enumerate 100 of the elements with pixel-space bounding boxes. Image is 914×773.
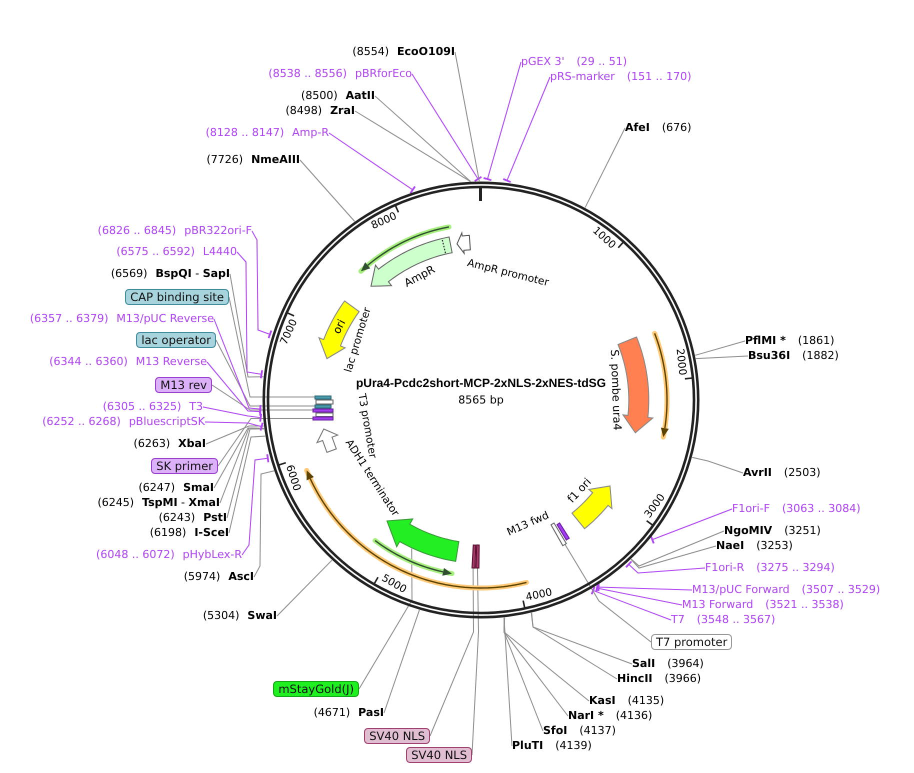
- leader-line: [454, 52, 480, 182]
- primer-name: M13 Forward: [682, 598, 754, 612]
- leader-line: [504, 617, 544, 732]
- primer-name: pRS-marker: [550, 70, 615, 84]
- cut-position: (676): [662, 121, 692, 135]
- primer-range: (6048 .. 6072): [96, 548, 175, 562]
- feature-tag: M13 rev: [155, 377, 212, 393]
- leader-line: [692, 456, 744, 474]
- primer-name: pGEX 3': [521, 55, 565, 69]
- leader-line: [482, 62, 522, 182]
- enzyme-name: PasI: [358, 706, 384, 720]
- leader-line: [630, 530, 724, 567]
- enzyme-name: SalI: [632, 657, 656, 671]
- primer-name: L4440: [202, 245, 237, 259]
- primer-name: pBRforEco: [354, 67, 412, 81]
- enzyme-name: I-SceI: [194, 526, 229, 540]
- enzyme-name: AvrII: [743, 466, 772, 480]
- cut-position: (6263): [134, 437, 170, 451]
- primer-range: (6826 .. 6845): [98, 224, 176, 238]
- leader-line: [212, 384, 314, 410]
- cut-position: (3964): [667, 657, 704, 671]
- leader-line: [216, 340, 316, 406]
- leader-line: [531, 612, 632, 664]
- leader-line: [202, 406, 262, 423]
- primer-range: (3521 .. 3538): [765, 598, 844, 612]
- leader-line: [472, 567, 479, 756]
- primer-range: (6252 .. 6268): [42, 415, 121, 429]
- leader-line: [412, 74, 482, 182]
- plasmid-name: pUra4-Pcdc2short-MCP-2xNLS-2xNES-tdSG: [356, 377, 606, 391]
- cut-position: (6243): [158, 511, 196, 525]
- enzyme-name: SmaI: [183, 481, 214, 495]
- feature-tag: lac operator: [136, 332, 216, 348]
- leader-line: [230, 274, 264, 378]
- primer-name: F1ori-R: [705, 561, 744, 575]
- leader-line: [228, 436, 266, 534]
- scale-label: 7000: [278, 318, 300, 347]
- enzyme-name: NgoMIV: [724, 524, 772, 538]
- cut-position: (3251): [784, 524, 821, 538]
- enzyme-name: ZraI: [330, 104, 355, 118]
- primer-range: (3063 .. 3084): [782, 502, 860, 516]
- feature-label: S. pombe ura4: [606, 348, 622, 430]
- primer-range: (29 .. 51): [576, 55, 628, 69]
- cut-position: (1861): [798, 334, 834, 348]
- primer-name: Amp-R: [292, 126, 329, 140]
- primer-range: (6357 .. 6379): [30, 312, 108, 326]
- leader-line: [504, 617, 512, 746]
- cut-position: (8554): [352, 45, 389, 59]
- cut-position: (8498): [286, 104, 322, 118]
- primer-range: (3548 .. 3567): [696, 613, 776, 627]
- leader-line: [300, 160, 356, 222]
- cut-position: (4671): [314, 706, 350, 720]
- leader-line: [214, 318, 262, 414]
- leader-line: [242, 453, 270, 556]
- cut-position: (8500): [301, 89, 338, 103]
- cut-position: (3966): [664, 672, 702, 686]
- primer-name: pBluescriptSK: [128, 415, 205, 429]
- leader-line: [276, 560, 332, 616]
- primer-range: (3507 .. 3529): [802, 583, 880, 597]
- cut-position: (4135): [628, 694, 664, 708]
- enzyme-name: BspQI - SapI: [155, 267, 230, 281]
- leader-line: [430, 567, 474, 736]
- feature-tag: SK primer: [151, 458, 218, 474]
- leader-line: [374, 96, 472, 182]
- enzyme-name: HincII: [617, 672, 653, 686]
- feature-tag: CAP binding site: [125, 289, 229, 305]
- primer-name: pHybLex-R: [182, 548, 242, 562]
- feature-label: AmpR promoter: [466, 257, 550, 289]
- cut-position: (6245): [97, 496, 134, 510]
- primer-range: (6305 .. 6325): [102, 400, 182, 414]
- scale-label: 6000: [283, 464, 303, 493]
- leader-line: [590, 586, 672, 620]
- leader-line: [354, 110, 471, 182]
- leader-line: [228, 296, 316, 398]
- leader-line: [530, 612, 618, 680]
- primer-name: pBR322ori-F: [184, 224, 252, 238]
- feature-tag: T7 promoter: [651, 634, 732, 650]
- cut-position: (6247): [138, 481, 176, 495]
- leader-line: [584, 128, 626, 208]
- leader-line: [564, 544, 652, 642]
- enzyme-name: NarI *: [568, 709, 604, 723]
- primer-name: T3: [189, 400, 203, 414]
- primer-range: (8128 .. 8147): [206, 126, 284, 140]
- primer-range: (6344 .. 6360): [49, 355, 128, 369]
- leader-line: [630, 546, 716, 569]
- leader-line: [598, 582, 692, 592]
- enzyme-name: PflMI *: [745, 334, 786, 348]
- cut-position: (1882): [802, 349, 839, 363]
- scale-label: 4000: [525, 586, 554, 604]
- leader-line: [358, 548, 412, 690]
- cut-position: (6569): [110, 267, 148, 281]
- primer-name: F1ori-F: [732, 502, 770, 516]
- primer-name: T7: [671, 613, 685, 627]
- enzyme-name: AscI: [228, 570, 254, 584]
- enzyme-name: Bsu36I: [748, 349, 790, 363]
- primer-range: (6575 .. 6592): [116, 245, 195, 259]
- leader-line: [254, 470, 274, 578]
- leader-line: [226, 428, 265, 518]
- enzyme-name: PstI: [203, 511, 227, 525]
- primer-name: M13/pUC Reverse: [116, 312, 214, 326]
- leader-line: [206, 425, 264, 444]
